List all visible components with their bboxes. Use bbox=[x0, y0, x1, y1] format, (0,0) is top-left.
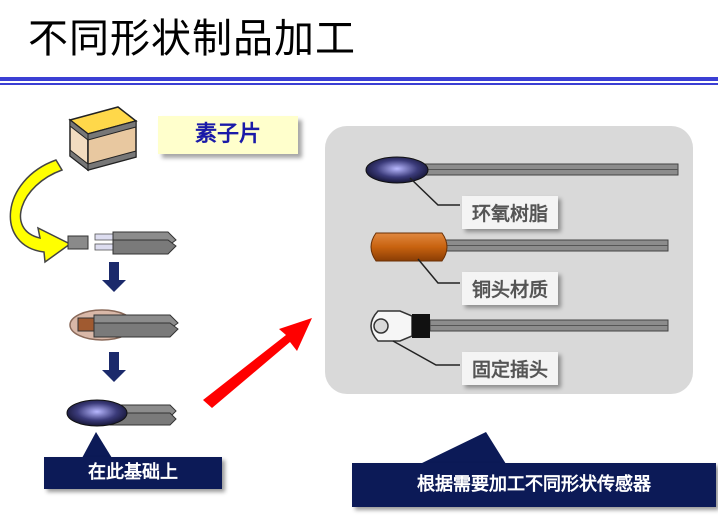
title-rule-thin bbox=[0, 83, 718, 85]
chip-label: 素子片 bbox=[158, 116, 298, 154]
curved-arrow bbox=[9, 159, 72, 264]
step-epoxy bbox=[66, 399, 177, 427]
title-rule bbox=[0, 77, 718, 81]
right-caption: 根据需要加工不同形状传感器 bbox=[352, 463, 716, 507]
step-assembled bbox=[69, 309, 179, 341]
epoxy-label: 环氧树脂 bbox=[462, 196, 559, 229]
step-chip-wires bbox=[67, 231, 177, 255]
copper-sensor bbox=[370, 232, 669, 284]
chip-cube bbox=[68, 106, 138, 172]
page-title: 不同形状制品加工 bbox=[28, 16, 356, 62]
copper-label: 铜头材质 bbox=[462, 272, 559, 305]
red-arrow bbox=[203, 318, 312, 408]
down-arrow bbox=[102, 262, 126, 292]
left-caption: 在此基础上 bbox=[44, 457, 222, 489]
epoxy-sensor bbox=[365, 156, 679, 206]
down-arrow bbox=[102, 352, 126, 382]
ring-sensor bbox=[370, 310, 669, 366]
plug-label: 固定插头 bbox=[462, 352, 559, 385]
